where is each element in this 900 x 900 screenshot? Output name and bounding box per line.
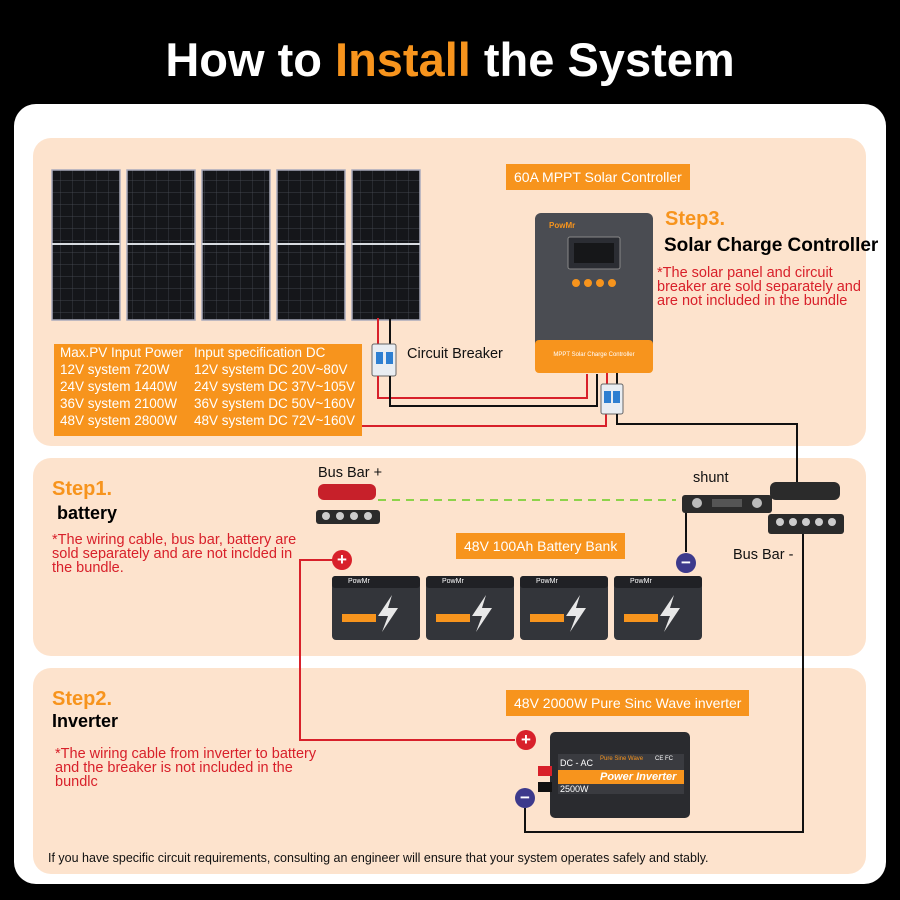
- controller-brand: PowMr: [549, 221, 576, 230]
- battery: [332, 576, 420, 640]
- inverter-product: Power Inverter: [600, 771, 677, 783]
- plus-icon: +: [521, 730, 531, 749]
- footer-disclaimer: If you have specific circuit requirement…: [48, 851, 709, 865]
- step3-heading: Solar Charge Controller: [664, 235, 879, 256]
- inverter-tag: 48V 2000W Pure Sinc Wave inverter: [506, 690, 750, 716]
- solar-panel: [276, 169, 346, 321]
- bus-bar-negative: [768, 482, 844, 534]
- step3-label: Step3.: [665, 208, 726, 230]
- inverter-dc-ac: DC - AC: [560, 758, 594, 768]
- step2-heading: Inverter: [52, 711, 119, 731]
- step1-label: Step1.: [52, 478, 113, 500]
- battery-brand: PowMr: [536, 578, 558, 585]
- battery-brand: PowMr: [348, 578, 370, 585]
- circuit-breaker-pv: [371, 343, 397, 377]
- bus-bar-minus-label: Bus Bar -: [733, 547, 794, 563]
- solar-panel: [126, 169, 196, 321]
- battery-brand: PowMr: [442, 578, 464, 585]
- step3-note: *The solar panel and circuit breaker are…: [657, 265, 861, 309]
- battery: [614, 576, 702, 640]
- step2-note: *The wiring cable from inverter to batte…: [55, 746, 317, 790]
- inverter-device: [538, 732, 690, 818]
- controller-device-label: MPPT Solar Charge Controller: [553, 352, 635, 358]
- plus-icon: +: [337, 550, 347, 569]
- battery-bank: [332, 576, 702, 640]
- inverter-wave: Pure Sine Wave: [600, 756, 644, 762]
- solar-panel-array: [51, 169, 421, 321]
- bus-bar-positive: [316, 484, 380, 524]
- minus-icon: −: [520, 788, 530, 807]
- circuit-breaker-label: Circuit Breaker: [407, 346, 503, 362]
- solar-panel: [351, 169, 421, 321]
- battery: [426, 576, 514, 640]
- minus-icon: −: [681, 553, 691, 572]
- solar-panel: [51, 169, 121, 321]
- battery-negative-marker: [676, 553, 696, 573]
- shunt-device: [682, 495, 772, 513]
- shunt-label: shunt: [693, 470, 729, 486]
- bus-bar-plus-label: Bus Bar +: [318, 465, 383, 481]
- inverter-cert: CE FC: [655, 756, 673, 762]
- page-title: How to Install the System: [165, 33, 735, 86]
- step2-label: Step2.: [52, 688, 113, 710]
- title-accent: Install: [335, 33, 471, 86]
- battery-bank-tag: 48V 100Ah Battery Bank: [456, 533, 626, 559]
- step1-note: *The wiring cable, bus bar, battery are …: [52, 532, 297, 576]
- charge-controller-device: [535, 213, 653, 373]
- step1-heading: battery: [57, 503, 118, 523]
- battery-positive-marker: [332, 550, 352, 570]
- battery: [520, 576, 608, 640]
- controller-tag: 60A MPPT Solar Controller: [506, 164, 690, 190]
- inverter-watt: 2500W: [560, 784, 589, 794]
- circuit-breaker-battery: [600, 383, 624, 415]
- inverter-negative-marker: [515, 788, 535, 808]
- inverter-positive-marker: [516, 730, 536, 750]
- solar-panel: [201, 169, 271, 321]
- battery-brand: PowMr: [630, 578, 652, 585]
